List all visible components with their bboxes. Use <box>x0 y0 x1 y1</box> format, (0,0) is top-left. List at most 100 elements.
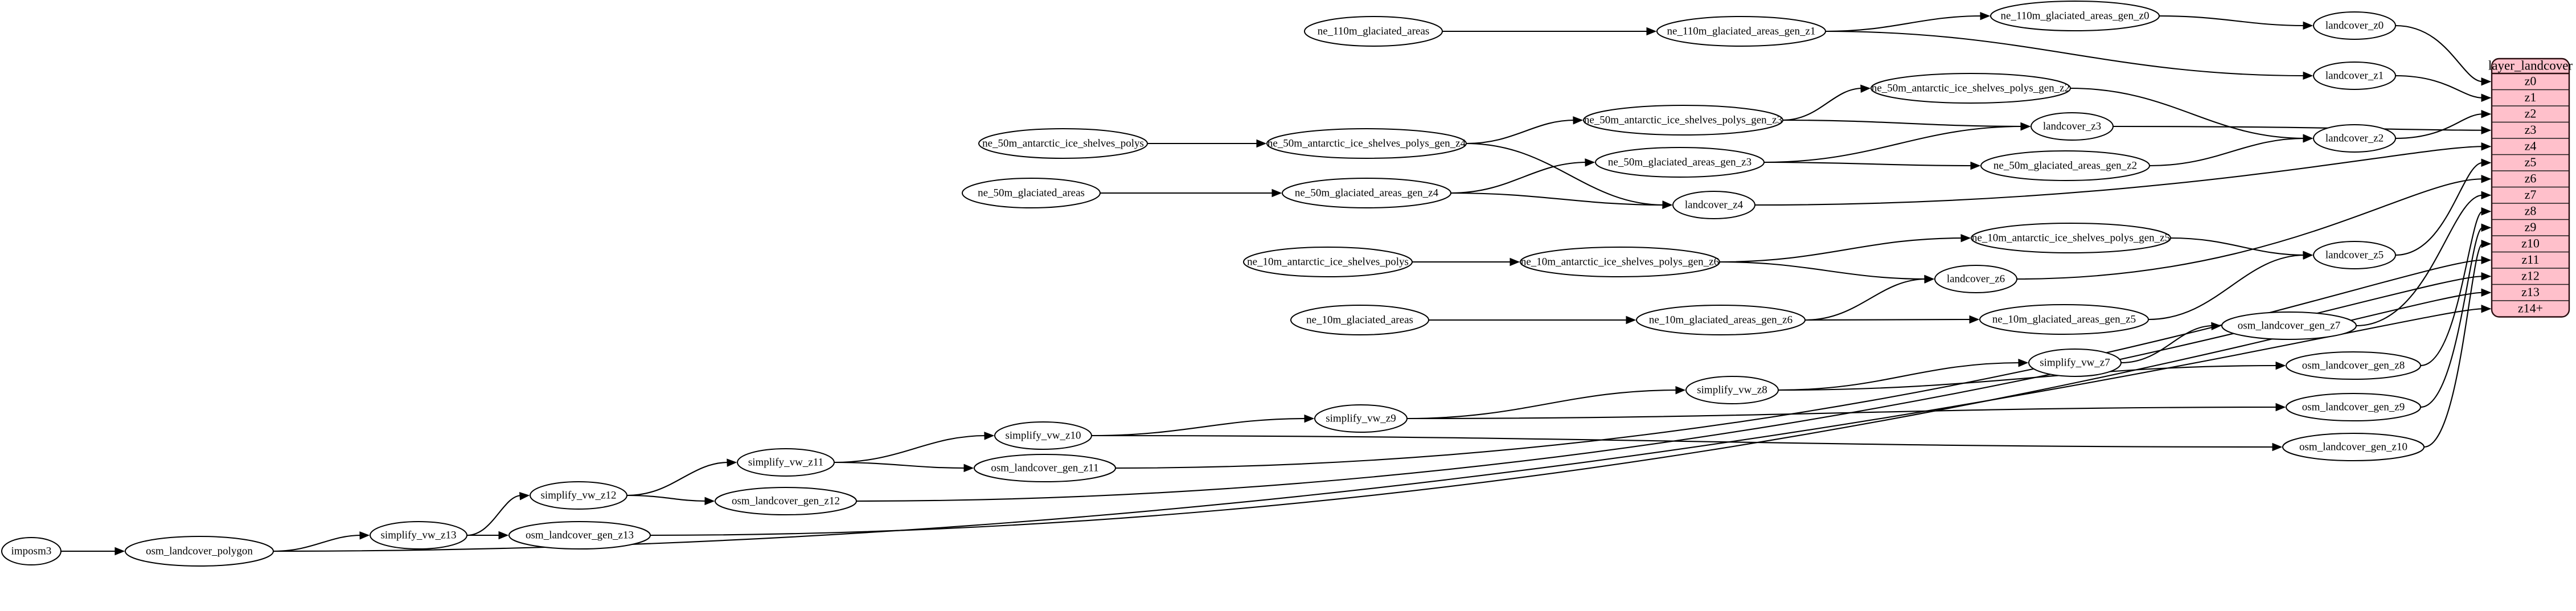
node-label: osm_landcover_polygon <box>146 545 253 557</box>
table-row-z11[interactable]: z11 <box>2522 252 2540 266</box>
node-label: simplify_vw_z12 <box>541 489 617 501</box>
graph-node-simplify_vw_z13[interactable]: simplify_vw_z13 <box>370 521 467 550</box>
edge-landcover_z0-to-layer_landcover_z0 <box>2395 24 2483 83</box>
edge-ne_50m_glaciated_areas_gen_z3-to-landcover_z3 <box>1763 125 2023 163</box>
node-ellipse <box>530 481 627 510</box>
graph-node-landcover_z1[interactable]: landcover_z1 <box>2313 61 2396 90</box>
edge-simplify_vw_z9-to-osm_landcover_gen_z9 <box>1406 406 2278 420</box>
graph-node-osm_landcover_polygon[interactable]: osm_landcover_polygon <box>125 536 274 567</box>
edge-arrowhead <box>1585 158 1595 167</box>
node-ellipse <box>2313 124 2396 153</box>
edges-layer <box>60 11 2492 556</box>
graph-node-ne_10m_antarctic_ice_shelves_polys_gen_z6[interactable]: ne_10m_antarctic_ice_shelves_polys_gen_z… <box>1520 247 1720 277</box>
edge-arrowhead <box>1256 139 1267 148</box>
graph-node-ne_50m_glaciated_areas_gen_z2[interactable]: ne_50m_glaciated_areas_gen_z2 <box>1980 150 2150 181</box>
table-row-z14plus[interactable]: z14+ <box>2518 301 2543 315</box>
edge-arrowhead <box>1675 386 1686 395</box>
node-ellipse <box>1656 16 1826 47</box>
edge-ne_50m_glaciated_areas_gen_z2-to-landcover_z2 <box>2149 137 2306 167</box>
node-ellipse <box>1 537 61 565</box>
edge-simplify_vw_z9-to-simplify_vw_z8 <box>1406 389 1678 420</box>
node-ellipse <box>1314 404 1408 433</box>
node-ellipse <box>2313 241 2396 269</box>
graph-node-landcover_z5[interactable]: landcover_z5 <box>2313 241 2396 269</box>
node-label: ne_50m_glaciated_areas_gen_z3 <box>1608 156 1751 168</box>
graph-node-ne_50m_glaciated_areas_gen_z3[interactable]: ne_50m_glaciated_areas_gen_z3 <box>1595 147 1765 178</box>
node-ellipse <box>1520 247 1720 277</box>
table-row-z3[interactable]: z3 <box>2525 122 2537 137</box>
graph-node-osm_landcover_gen_z13[interactable]: osm_landcover_gen_z13 <box>508 521 651 550</box>
table-row-z13[interactable]: z13 <box>2521 285 2540 299</box>
table-node-layer: layer_landcoverz0z1z2z3z4z5z6z7z8z9z10z1… <box>2488 58 2573 318</box>
node-ellipse <box>962 178 1101 208</box>
node-ellipse <box>370 521 467 550</box>
node-label: osm_landcover_gen_z9 <box>2302 401 2405 413</box>
table-row-z8[interactable]: z8 <box>2525 203 2537 218</box>
graph-node-osm_landcover_gen_z12[interactable]: osm_landcover_gen_z12 <box>715 487 857 515</box>
graph-node-ne_10m_glaciated_areas[interactable]: ne_10m_glaciated_areas <box>1290 305 1429 335</box>
node-label: ne_10m_antarctic_ice_shelves_polys_gen_z… <box>1521 256 1719 268</box>
edge-arrowhead <box>2020 122 2031 131</box>
node-label: imposm3 <box>11 545 52 557</box>
edge-ne_50m_antarctic_ice_shelves_polys_gen_z2-to-landcover_z2 <box>2070 87 2306 140</box>
graph-node-ne_10m_antarctic_ice_shelves_polys_gen_z5[interactable]: ne_10m_antarctic_ice_shelves_polys_gen_z… <box>1971 223 2171 253</box>
graph-node-landcover_z2[interactable]: landcover_z2 <box>2313 124 2396 153</box>
table-row-z0[interactable]: z0 <box>2525 73 2537 88</box>
graph-node-osm_landcover_gen_z10[interactable]: osm_landcover_gen_z10 <box>2282 433 2425 461</box>
edge-arrowhead <box>1509 257 1520 266</box>
graph-node-ne_110m_glaciated_areas_gen_z0[interactable]: ne_110m_glaciated_areas_gen_z0 <box>1990 1 2160 31</box>
edge-ne_50m_antarctic_ice_shelves_polys_gen_z3-to-landcover_z3 <box>1782 119 2023 128</box>
edge-simplify_vw_z12-to-simplify_vw_z11 <box>626 461 729 497</box>
table-row-z4[interactable]: z4 <box>2525 138 2537 153</box>
graph-node-ne_50m_antarctic_ice_shelves_polys_gen_z3[interactable]: ne_50m_antarctic_ice_shelves_polys_gen_z… <box>1583 105 1783 136</box>
graph-node-simplify_vw_z9[interactable]: simplify_vw_z9 <box>1314 404 1408 433</box>
node-label: ne_50m_antarctic_ice_shelves_polys_gen_z… <box>1268 137 1466 149</box>
graph-node-ne_10m_glaciated_areas_gen_z6[interactable]: ne_10m_glaciated_areas_gen_z6 <box>1636 305 1806 335</box>
node-ellipse <box>508 521 651 550</box>
graph-node-ne_10m_glaciated_areas_gen_z5[interactable]: ne_10m_glaciated_areas_gen_z5 <box>1979 304 2149 335</box>
node-label: landcover_z3 <box>2043 120 2101 132</box>
node-ellipse <box>2313 11 2396 40</box>
table-row-z2[interactable]: z2 <box>2525 106 2537 120</box>
graph-node-ne_10m_antarctic_ice_shelves_polys[interactable]: ne_10m_antarctic_ice_shelves_polys <box>1243 247 1413 277</box>
edge-simplify_vw_z12-to-osm_landcover_gen_z12 <box>626 494 707 502</box>
node-label: simplify_vw_z8 <box>1697 384 1767 396</box>
edge-ne_10m_antarctic_ice_shelves_polys_gen_z5-to-landcover_z5 <box>2170 237 2306 256</box>
graph-node-simplify_vw_z11[interactable]: simplify_vw_z11 <box>737 448 835 477</box>
node-label: ne_50m_antarctic_ice_shelves_polys_gen_z… <box>1584 114 1782 126</box>
graph-node-osm_landcover_gen_z7[interactable]: osm_landcover_gen_z7 <box>2221 311 2357 340</box>
graph-node-ne_110m_glaciated_areas[interactable]: ne_110m_glaciated_areas <box>1304 16 1443 47</box>
table-row-z9[interactable]: z9 <box>2525 220 2537 234</box>
edge-arrowhead <box>2481 288 2492 297</box>
table-row-z10[interactable]: z10 <box>2521 236 2540 250</box>
node-ellipse <box>737 448 835 477</box>
graph-node-simplify_vw_z8[interactable]: simplify_vw_z8 <box>1685 376 1779 404</box>
edge-osm_landcover_gen_z8-to-layer_landcover_z8 <box>2420 211 2483 367</box>
graph-node-osm_landcover_gen_z9[interactable]: osm_landcover_gen_z9 <box>2286 393 2421 421</box>
table-row-z6[interactable]: z6 <box>2525 171 2537 185</box>
node-label: ne_10m_glaciated_areas <box>1306 314 1413 326</box>
graph-node-osm_landcover_gen_z11[interactable]: osm_landcover_gen_z11 <box>974 454 1116 482</box>
table-row-z7[interactable]: z7 <box>2525 187 2537 202</box>
graph-node-landcover_z6[interactable]: landcover_z6 <box>1934 265 2017 293</box>
graph-node-landcover_z4[interactable]: landcover_z4 <box>1672 191 1755 219</box>
graph-node-ne_50m_glaciated_areas[interactable]: ne_50m_glaciated_areas <box>962 178 1101 208</box>
graph-node-ne_50m_glaciated_areas_gen_z4[interactable]: ne_50m_glaciated_areas_gen_z4 <box>1282 178 1451 208</box>
graph-node-simplify_vw_z10[interactable]: simplify_vw_z10 <box>994 421 1092 450</box>
graph-node-landcover_z3[interactable]: landcover_z3 <box>2031 112 2114 141</box>
graph-node-simplify_vw_z7[interactable]: simplify_vw_z7 <box>2028 348 2122 377</box>
graph-node-landcover_z0[interactable]: landcover_z0 <box>2313 11 2396 40</box>
graph-node-ne_50m_antarctic_ice_shelves_polys_gen_z4[interactable]: ne_50m_antarctic_ice_shelves_polys_gen_z… <box>1266 128 1467 159</box>
graph-node-ne_110m_glaciated_areas_gen_z1[interactable]: ne_110m_glaciated_areas_gen_z1 <box>1656 16 1826 47</box>
edge-landcover_z1-to-layer_landcover_z1 <box>2395 75 2483 99</box>
table-row-z5[interactable]: z5 <box>2525 155 2537 169</box>
graph-node-ne_50m_antarctic_ice_shelves_polys_gen_z2[interactable]: ne_50m_antarctic_ice_shelves_polys_gen_z… <box>1871 73 2071 104</box>
table-row-z12[interactable]: z12 <box>2521 268 2540 282</box>
graph-node-ne_50m_antarctic_ice_shelves_polys[interactable]: ne_50m_antarctic_ice_shelves_polys <box>978 128 1148 159</box>
node-label: simplify_vw_z9 <box>1326 412 1396 424</box>
graph-node-imposm3[interactable]: imposm3 <box>1 537 61 565</box>
graph-node-osm_landcover_gen_z8[interactable]: osm_landcover_gen_z8 <box>2286 351 2421 380</box>
node-ellipse <box>1980 150 2150 181</box>
graph-node-simplify_vw_z12[interactable]: simplify_vw_z12 <box>530 481 627 510</box>
table-row-z1[interactable]: z1 <box>2525 90 2537 104</box>
